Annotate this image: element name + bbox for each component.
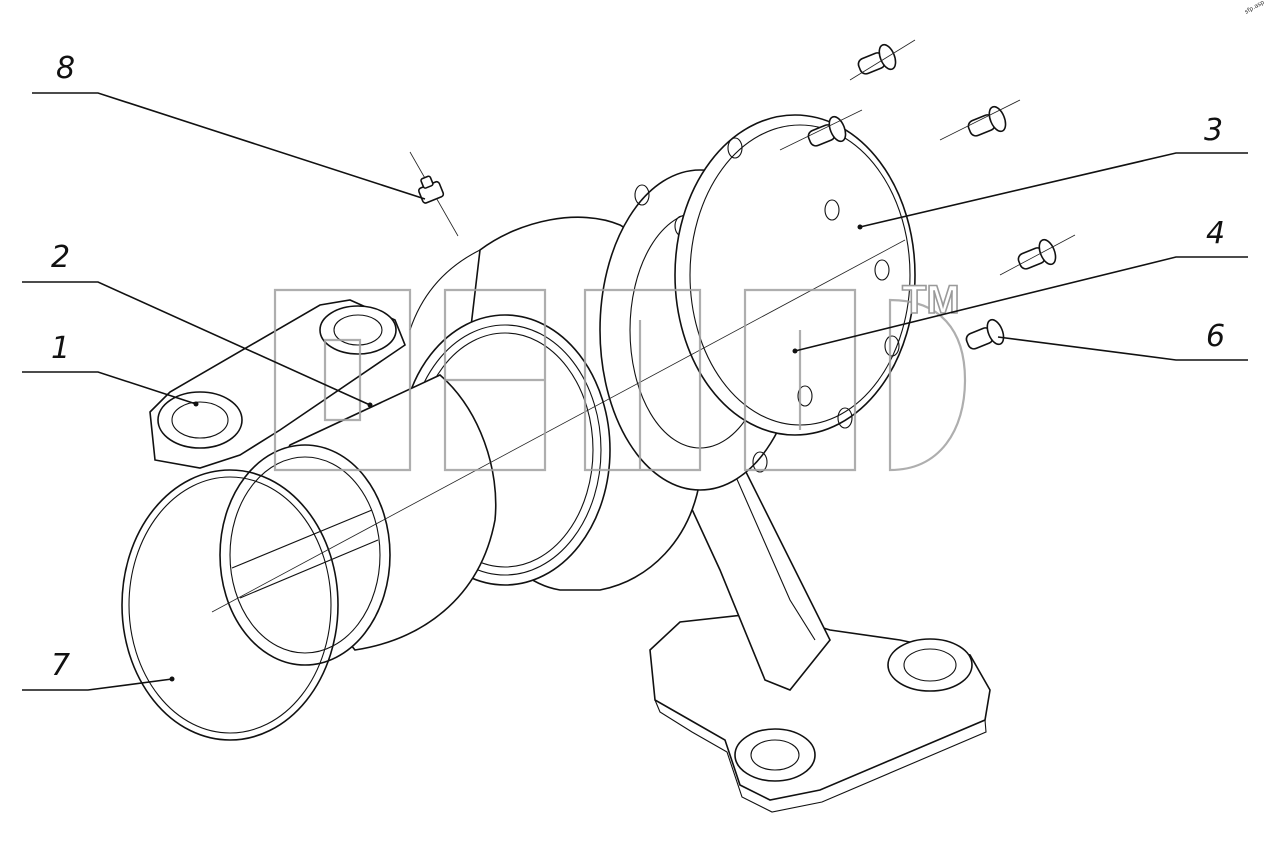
callout-leaders: [22, 92, 1248, 691]
assembly-axes: [211, 39, 1076, 613]
bracket-ear: [149, 299, 406, 469]
corner-mark: sfp.asp: [1244, 0, 1266, 16]
callout-1: 1: [51, 331, 70, 366]
callout-4: 4: [1206, 216, 1225, 251]
bracket-foot: [649, 611, 991, 813]
watermark-trademark: TM: [902, 278, 960, 322]
grease-fitting: [409, 151, 459, 237]
callout-3: 3: [1204, 113, 1223, 148]
cover-plate: [674, 114, 916, 436]
watermark-logo: TM: [273, 277, 967, 472]
o-ring: [121, 469, 339, 741]
bushing: [219, 374, 497, 666]
callout-6: 6: [1206, 319, 1225, 354]
callout-2: 2: [51, 240, 70, 275]
callout-8: 8: [56, 51, 75, 86]
callout-7: 7: [51, 648, 70, 683]
